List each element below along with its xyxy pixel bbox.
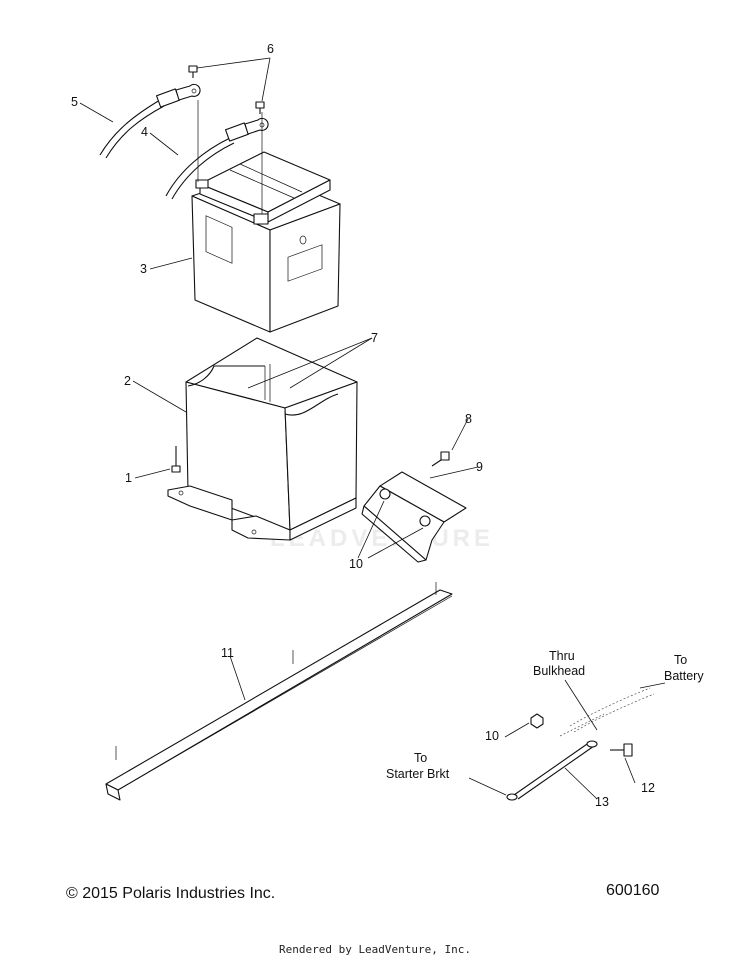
bolt-8[interactable] xyxy=(431,451,450,467)
bracket-9[interactable] xyxy=(361,471,467,563)
callout-1: 1 xyxy=(125,471,132,485)
callout-8: 8 xyxy=(465,412,472,426)
callout-9: 9 xyxy=(476,460,483,474)
callout-11: 11 xyxy=(221,646,234,660)
note-to-battery-1: To xyxy=(674,653,687,667)
rivet-1[interactable] xyxy=(171,446,181,473)
callout-13: 13 xyxy=(595,795,609,809)
callout-3: 3 xyxy=(140,262,147,276)
callout-5: 5 xyxy=(71,95,78,109)
note-to-starter-2: Starter Brkt xyxy=(386,767,450,781)
battery-3[interactable] xyxy=(191,151,341,333)
rail-11[interactable] xyxy=(105,582,453,801)
leader-lines xyxy=(79,57,666,800)
copyright-text: © 2015 Polaris Industries Inc. xyxy=(66,885,276,902)
bolt-6-upper[interactable] xyxy=(188,65,198,78)
diagram-id: 600160 xyxy=(606,882,660,899)
callout-10-lower: 10 xyxy=(485,729,499,743)
callout-2: 2 xyxy=(124,374,131,388)
note-to-battery-2: Battery xyxy=(664,669,704,683)
callout-4: 4 xyxy=(141,125,148,139)
bolt-6-lower[interactable] xyxy=(255,101,265,114)
note-thru: Thru xyxy=(549,649,575,663)
callout-10-upper: 10 xyxy=(349,557,363,571)
callout-6: 6 xyxy=(267,42,274,56)
bolt-12[interactable] xyxy=(610,743,633,757)
battery-cable-5[interactable] xyxy=(99,83,201,159)
ground-cable-13[interactable] xyxy=(506,740,598,801)
note-bulkhead: Bulkhead xyxy=(533,664,585,678)
battery-box-2[interactable] xyxy=(167,337,358,541)
nut-10-lower[interactable] xyxy=(530,713,544,729)
footer-rendered-by: Rendered by LeadVenture, Inc. xyxy=(278,943,472,956)
callout-12: 12 xyxy=(641,781,655,795)
callout-7: 7 xyxy=(371,331,378,345)
note-to-starter-1: To xyxy=(414,751,427,765)
